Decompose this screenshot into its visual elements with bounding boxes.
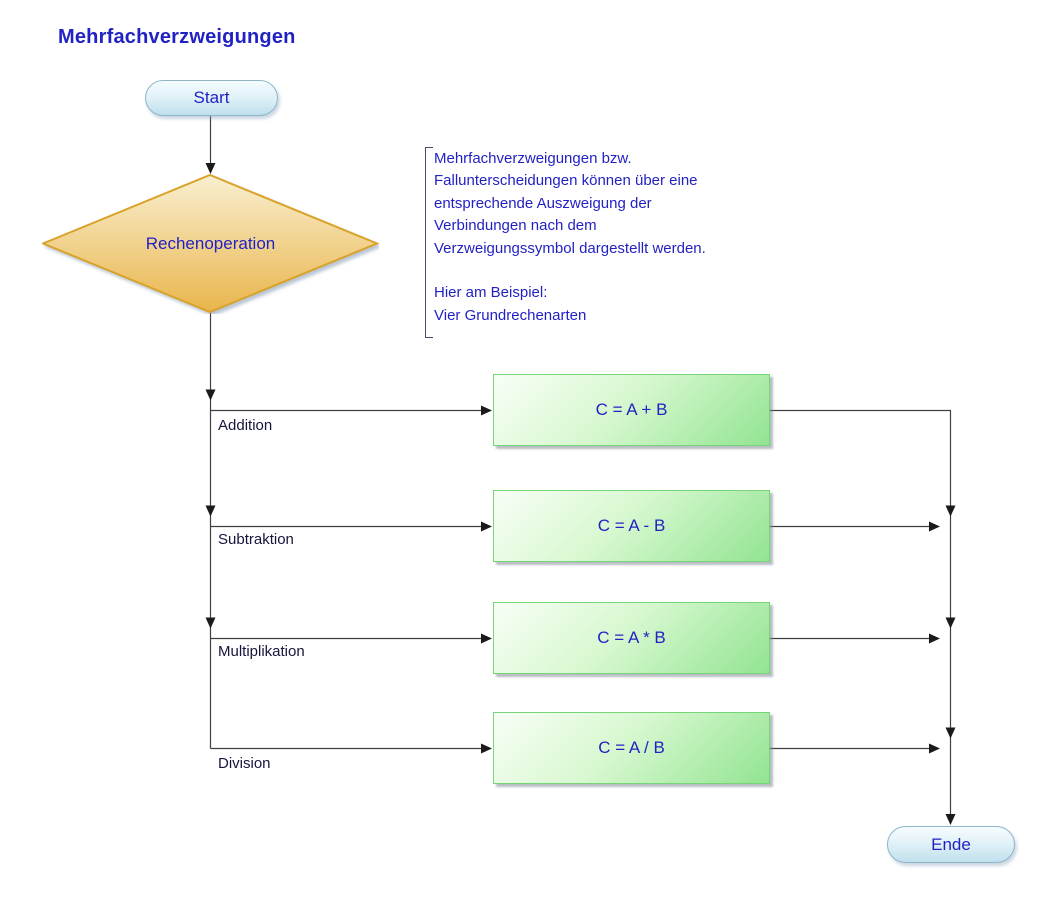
process-box-subtraktion-label: C = A - B [597,516,666,535]
annotation-line: Fallunterscheidungen können über eine [434,172,698,190]
branch-label-multiplikation: Multiplikation [218,643,305,660]
branch-label-addition: Addition [218,417,273,434]
end-node-label: Ende [931,834,971,854]
annotation-line: entsprechende Auszweigung der [434,194,652,212]
annotation-text: Mehrfachverzweigungen bzw. Falluntersche… [434,148,834,327]
process-box-multiplikation-label: C = A * B [597,628,666,647]
annotation-line [434,260,834,282]
process-box-multiplikation: C = A * B [493,602,770,674]
annotation-line: Verbindungen nach dem [434,217,597,235]
arrow-down-right-junction-1 [945,505,956,517]
process-box-addition-label: C = A + B [595,400,668,419]
arrow-right-merge-1 [929,521,940,532]
arrow-right-merge-3 [929,743,940,754]
branch-label-subtraktion: Subtraktion [218,531,294,548]
arrow-down-into-ende [945,814,956,825]
annotation-line: Mehrfachverzweigungen bzw. [434,150,632,167]
arrow-down-into-decision [205,163,216,174]
branch-label-division: Division [218,755,271,772]
arrow-right-merge-2 [929,633,940,644]
start-node-label: Start [193,88,230,107]
process-box-division-label: C = A / B [598,738,665,757]
arrow-into-box-subtraktion [481,521,492,532]
arrow-down-left-junction-2 [205,505,216,517]
process-box-subtraktion: C = A - B [493,490,770,562]
connector-merge-line [770,409,952,814]
decision-diamond-shape [42,174,379,314]
annotation-line: Vier Grundrechenarten [434,306,587,324]
annotation-line: Verzweigungssymbol dargestellt werden. [434,239,706,257]
arrow-down-right-junction-2 [945,617,956,629]
start-node: Start [145,80,278,116]
page-title: Mehrfachverzweigungen [58,26,296,48]
process-box-addition: C = A + B [493,374,770,446]
decision-node-label: Rechenoperation [145,234,276,253]
decision-diamond-polygon [42,174,379,314]
arrow-down-right-junction-3 [945,727,956,739]
arrow-into-box-addition [481,405,492,416]
arrow-down-left-junction-3 [205,617,216,629]
arrow-down-left-junction-1 [205,389,216,401]
annotation-bracket [425,147,433,338]
arrow-into-box-division [481,743,492,754]
annotation-line: Hier am Beispiel: [434,284,548,302]
decision-node: Rechenoperation [42,174,379,314]
arrow-into-box-multiplikation [481,633,492,644]
end-node: Ende [887,826,1015,863]
process-box-division: C = A / B [493,712,770,784]
